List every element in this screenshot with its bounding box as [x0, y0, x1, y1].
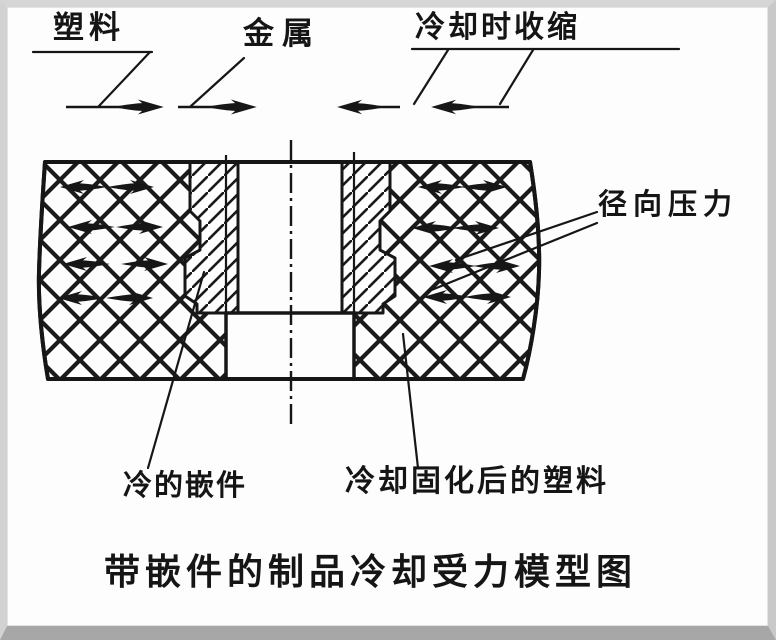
legend-arrows-shrink: [337, 99, 509, 115]
metal-label: 金属: [243, 16, 321, 51]
radial-pressure-label: 径向压力: [598, 189, 739, 221]
plastic-block-outline: [36, 160, 542, 381]
insert-step-edges: [224, 152, 356, 313]
legend-arrow-plastic: [66, 99, 164, 115]
insert-right-wall: [340, 160, 397, 315]
cold-insert-label: 冷的嵌件: [123, 470, 248, 502]
legend-arrow-metal: [178, 99, 257, 115]
leader-lines: [31, 47, 681, 470]
solidified-plastic-label: 冷却固化后的塑料: [345, 465, 609, 498]
plastic-label: 塑料: [53, 10, 125, 45]
insert-left-wall: [183, 160, 240, 315]
figure-caption: 带嵌件的制品冷却受力模型图: [104, 552, 638, 592]
shrink-on-cooling-label: 冷却时收缩: [415, 11, 580, 44]
